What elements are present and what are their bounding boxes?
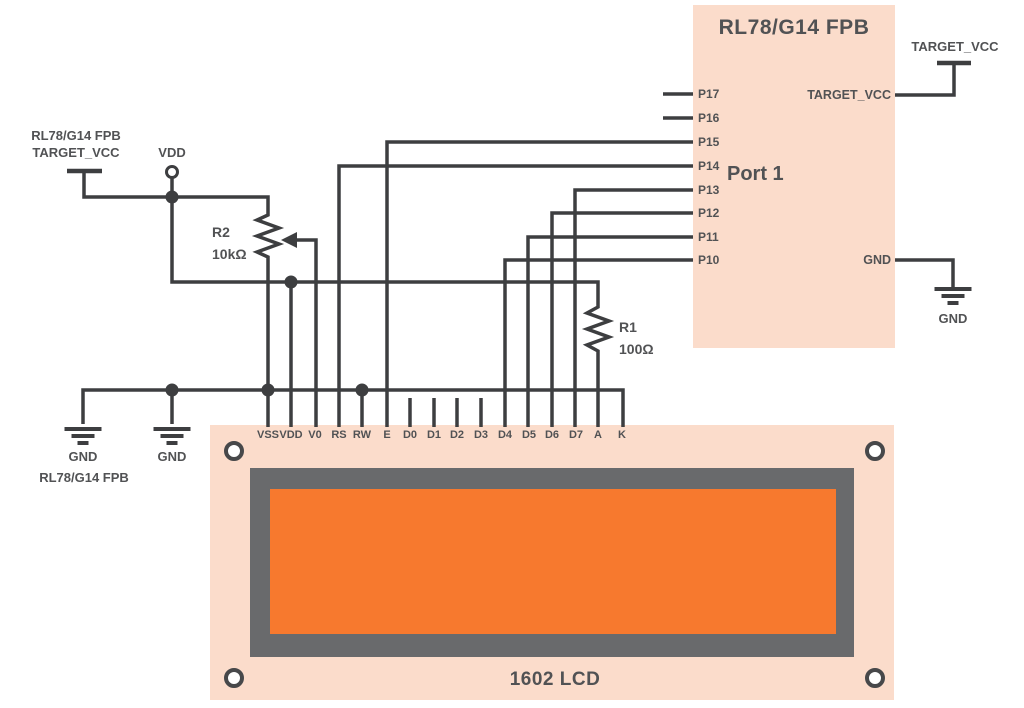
- top-right-vcc-label: TARGET_VCC: [911, 39, 999, 54]
- r1-name: R1: [619, 319, 637, 335]
- left-supply-line1: RL78/G14 FPB: [31, 128, 121, 143]
- lcd-pin-d4: D4: [497, 429, 513, 441]
- wire-p14-rs: [337, 164, 693, 427]
- mcu-right-gnd-label: GND: [863, 253, 891, 267]
- r2-value: 10kΩ: [212, 246, 247, 262]
- wire-p10-d4: [503, 258, 693, 427]
- wire-wiper-v0: [294, 238, 318, 427]
- lcd-pin-k: K: [618, 429, 626, 441]
- wire-p11-d5: [526, 235, 693, 427]
- lcd-pin-d6: D6: [544, 429, 560, 441]
- mcu-pin-p11: P11: [698, 230, 719, 244]
- r2-label: R2 10kΩ: [212, 221, 247, 265]
- r1-value: 100Ω: [619, 341, 654, 357]
- wire-p13-d7: [573, 188, 693, 427]
- lcd-pin-v0: V0: [308, 429, 322, 441]
- mounting-hole-top-right: [865, 441, 885, 461]
- r1-label: R1 100Ω: [619, 316, 654, 360]
- mcu-pin-p16: P16: [698, 111, 720, 125]
- wiper-arrow-icon: [281, 232, 297, 248]
- lcd-pin-vss: VSS: [256, 429, 280, 441]
- lcd-pin-vdd: VDD: [279, 429, 303, 441]
- lcd-pin-d5: D5: [521, 429, 537, 441]
- left-supply-label: RL78/G14 FPB TARGET_VCC: [31, 127, 121, 161]
- left-supply-line2: TARGET_VCC: [32, 145, 120, 160]
- mcu-right-vcc-label: TARGET_VCC: [807, 88, 891, 102]
- vdd-label: VDD: [158, 145, 186, 160]
- lcd-title: 1602 LCD: [509, 669, 601, 690]
- mcu-pin-p12: P12: [698, 206, 720, 220]
- mcu-pin-p17: P17: [698, 87, 720, 101]
- lcd-pin-d3: D3: [473, 429, 489, 441]
- wire-p15-e: [385, 140, 693, 427]
- mcu-port-label: Port 1: [727, 163, 784, 185]
- junction-dots: [165, 190, 369, 397]
- mounting-hole-bottom-right: [865, 668, 885, 688]
- lcd-pin-d1: D1: [426, 429, 442, 441]
- wire-gnd-rail-k: [81, 388, 625, 427]
- wire-mcu-gnd: [895, 258, 955, 289]
- lcd-pin-d7: D7: [568, 429, 584, 441]
- r2-name: R2: [212, 224, 230, 240]
- mcu-block: [693, 5, 895, 348]
- wire-vcc-r2-vss: [82, 169, 285, 427]
- bottom-gnd-sublabel: RL78/G14 FPB: [39, 470, 129, 485]
- lcd-pin-a: A: [594, 429, 602, 441]
- mcu-pin-p10: P10: [698, 253, 720, 267]
- ground-symbol-left2-icon: [153, 427, 191, 445]
- bottom-gnd1-label: GND: [68, 449, 98, 464]
- lcd-pin-d2: D2: [449, 429, 465, 441]
- bottom-gnd2-label: GND: [157, 449, 187, 464]
- right-gnd-label: GND: [938, 311, 968, 326]
- ground-symbol-right-icon: [934, 287, 972, 305]
- mcu-title: RL78/G14 FPB: [718, 16, 870, 39]
- lcd-pin-rs: RS: [331, 429, 347, 441]
- wire-mcu-vcc: [895, 65, 956, 97]
- mounting-hole-top-left: [224, 441, 244, 461]
- mounting-hole-bottom-left: [224, 668, 244, 688]
- lcd-pin-d0: D0: [402, 429, 418, 441]
- ground-symbol-left1-icon: [64, 427, 102, 445]
- lcd-screen: [270, 489, 836, 634]
- lcd-pin-e: E: [383, 429, 391, 441]
- vdd-terminal-icon: [165, 165, 179, 179]
- mcu-pin-p14: P14: [698, 159, 720, 173]
- lcd-pin-rw: RW: [352, 429, 372, 441]
- wire-vdd-rail-r1-a: [170, 177, 615, 427]
- mcu-pin-p13: P13: [698, 183, 720, 197]
- mcu-pin-p15: P15: [698, 135, 720, 149]
